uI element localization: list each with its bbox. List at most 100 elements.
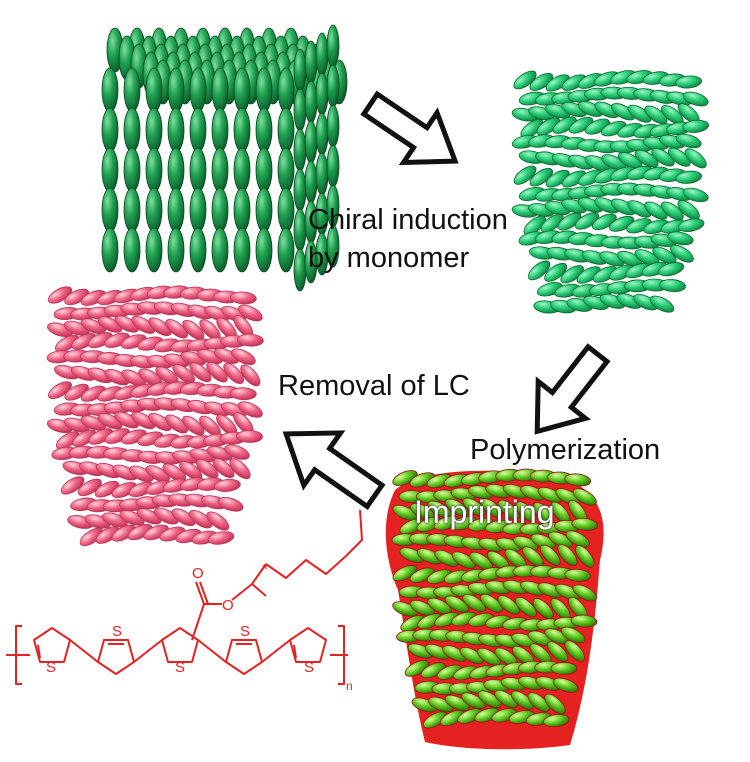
- lc-molecule: [233, 187, 251, 233]
- lc-molecule: [420, 662, 446, 679]
- lc-molecule: [536, 117, 561, 136]
- lc-molecule: [462, 593, 486, 613]
- ester-oxygen-label: O: [222, 597, 234, 614]
- lc-molecule: [545, 74, 570, 92]
- lc-molecule: [211, 227, 229, 273]
- polymerized-imprint-helix: [385, 468, 604, 750]
- lc-molecule: [229, 458, 251, 480]
- lc-molecule: [277, 187, 295, 233]
- lc-molecule: [114, 411, 139, 429]
- lc-molecule: [230, 348, 256, 365]
- lc-molecule: [409, 599, 435, 617]
- lc-molecule: [315, 152, 329, 196]
- lc-molecule: [233, 107, 251, 153]
- lc-molecule: [129, 465, 154, 483]
- lc-molecule: [572, 584, 597, 602]
- lc-molecule: [136, 508, 162, 525]
- lc-molecule: [233, 227, 251, 273]
- lc-molecule: [575, 545, 595, 568]
- lc-molecule: [293, 128, 307, 172]
- lc-molecule: [80, 318, 106, 335]
- lc-molecule: [145, 465, 170, 483]
- lc-molecule: [682, 119, 709, 133]
- lc-molecule: [667, 231, 694, 246]
- lc-molecule: [167, 187, 185, 233]
- lc-molecule: [277, 147, 295, 193]
- lc-molecule: [651, 148, 675, 167]
- lc-molecule: [114, 315, 139, 333]
- lc-molecule: [101, 147, 119, 193]
- lc-molecule: [72, 429, 97, 447]
- lc-molecule: [576, 266, 601, 284]
- arrow-removal: [282, 430, 386, 510]
- lc-molecule: [71, 333, 96, 350]
- lc-molecule: [560, 265, 584, 284]
- lc-molecule: [315, 32, 329, 76]
- lc-molecule: [97, 413, 123, 430]
- lc-molecule: [513, 70, 537, 90]
- lc-molecule: [428, 696, 454, 713]
- lc-molecule: [659, 279, 686, 293]
- lc-molecule: [392, 504, 418, 521]
- label-chiral-induction-line2: by monomer: [308, 242, 470, 274]
- lc-molecule: [326, 64, 340, 108]
- lc-molecule: [277, 67, 295, 113]
- lc-molecule: [682, 187, 709, 203]
- lc-molecule: [564, 640, 586, 662]
- lc-molecule: [543, 714, 570, 728]
- lc-molecule: [550, 662, 578, 675]
- lc-molecule: [293, 48, 307, 92]
- lc-molecule: [627, 200, 652, 218]
- lc-molecule: [189, 227, 207, 273]
- lc-molecule: [540, 213, 564, 233]
- lc-molecule: [326, 144, 340, 188]
- lc-molecule: [315, 72, 329, 116]
- lc-molecule: [675, 75, 702, 89]
- thiophene-ring-3: [161, 627, 199, 663]
- lc-molecule: [682, 91, 709, 107]
- lc-molecule: [145, 67, 163, 113]
- carbonyl-oxygen-label: O: [192, 565, 204, 582]
- lc-molecule: [561, 170, 587, 188]
- lc-molecule: [131, 411, 156, 430]
- arrow-induction: [360, 90, 459, 166]
- lc-molecule: [123, 147, 141, 193]
- lc-molecule: [211, 187, 229, 233]
- lc-molecule: [236, 333, 264, 347]
- lc-molecule: [544, 262, 568, 282]
- lc-molecule: [47, 286, 73, 304]
- lc-molecule: [427, 500, 452, 518]
- lc-molecule: [675, 133, 702, 149]
- lc-molecule: [233, 67, 251, 113]
- lc-molecule: [167, 107, 185, 153]
- lc-molecule: [64, 383, 89, 401]
- lc-molecule: [123, 187, 141, 233]
- lc-molecule: [172, 364, 196, 384]
- lc-molecule: [60, 476, 85, 495]
- lc-molecule: [574, 212, 600, 230]
- lc-molecule: [217, 497, 244, 512]
- lc-molecule: [182, 319, 205, 340]
- lc-molecule: [422, 711, 448, 729]
- thiophene-ring-1: [33, 627, 71, 663]
- lc-molecule: [123, 107, 141, 153]
- lc-molecule: [304, 40, 318, 84]
- lc-molecule: [293, 168, 307, 212]
- lc-molecule: [477, 647, 501, 666]
- lc-molecule: [182, 415, 205, 436]
- label-imprinting: Imprinting: [414, 494, 555, 530]
- chiral-center-marker: *: [262, 561, 268, 578]
- lc-molecule: [572, 488, 597, 506]
- lc-molecule: [123, 227, 141, 273]
- lc-molecule: [304, 120, 318, 164]
- lc-molecule: [570, 614, 598, 628]
- lc-molecule: [101, 187, 119, 233]
- lc-molecule: [240, 364, 261, 387]
- lc-molecule: [255, 107, 273, 153]
- thiophene-ring-4: [225, 639, 263, 675]
- lc-molecule: [539, 544, 561, 566]
- lc-molecule: [119, 510, 145, 526]
- lc-molecule: [255, 67, 273, 113]
- thiophene-ring-2: [97, 639, 135, 675]
- lc-molecule: [145, 227, 163, 273]
